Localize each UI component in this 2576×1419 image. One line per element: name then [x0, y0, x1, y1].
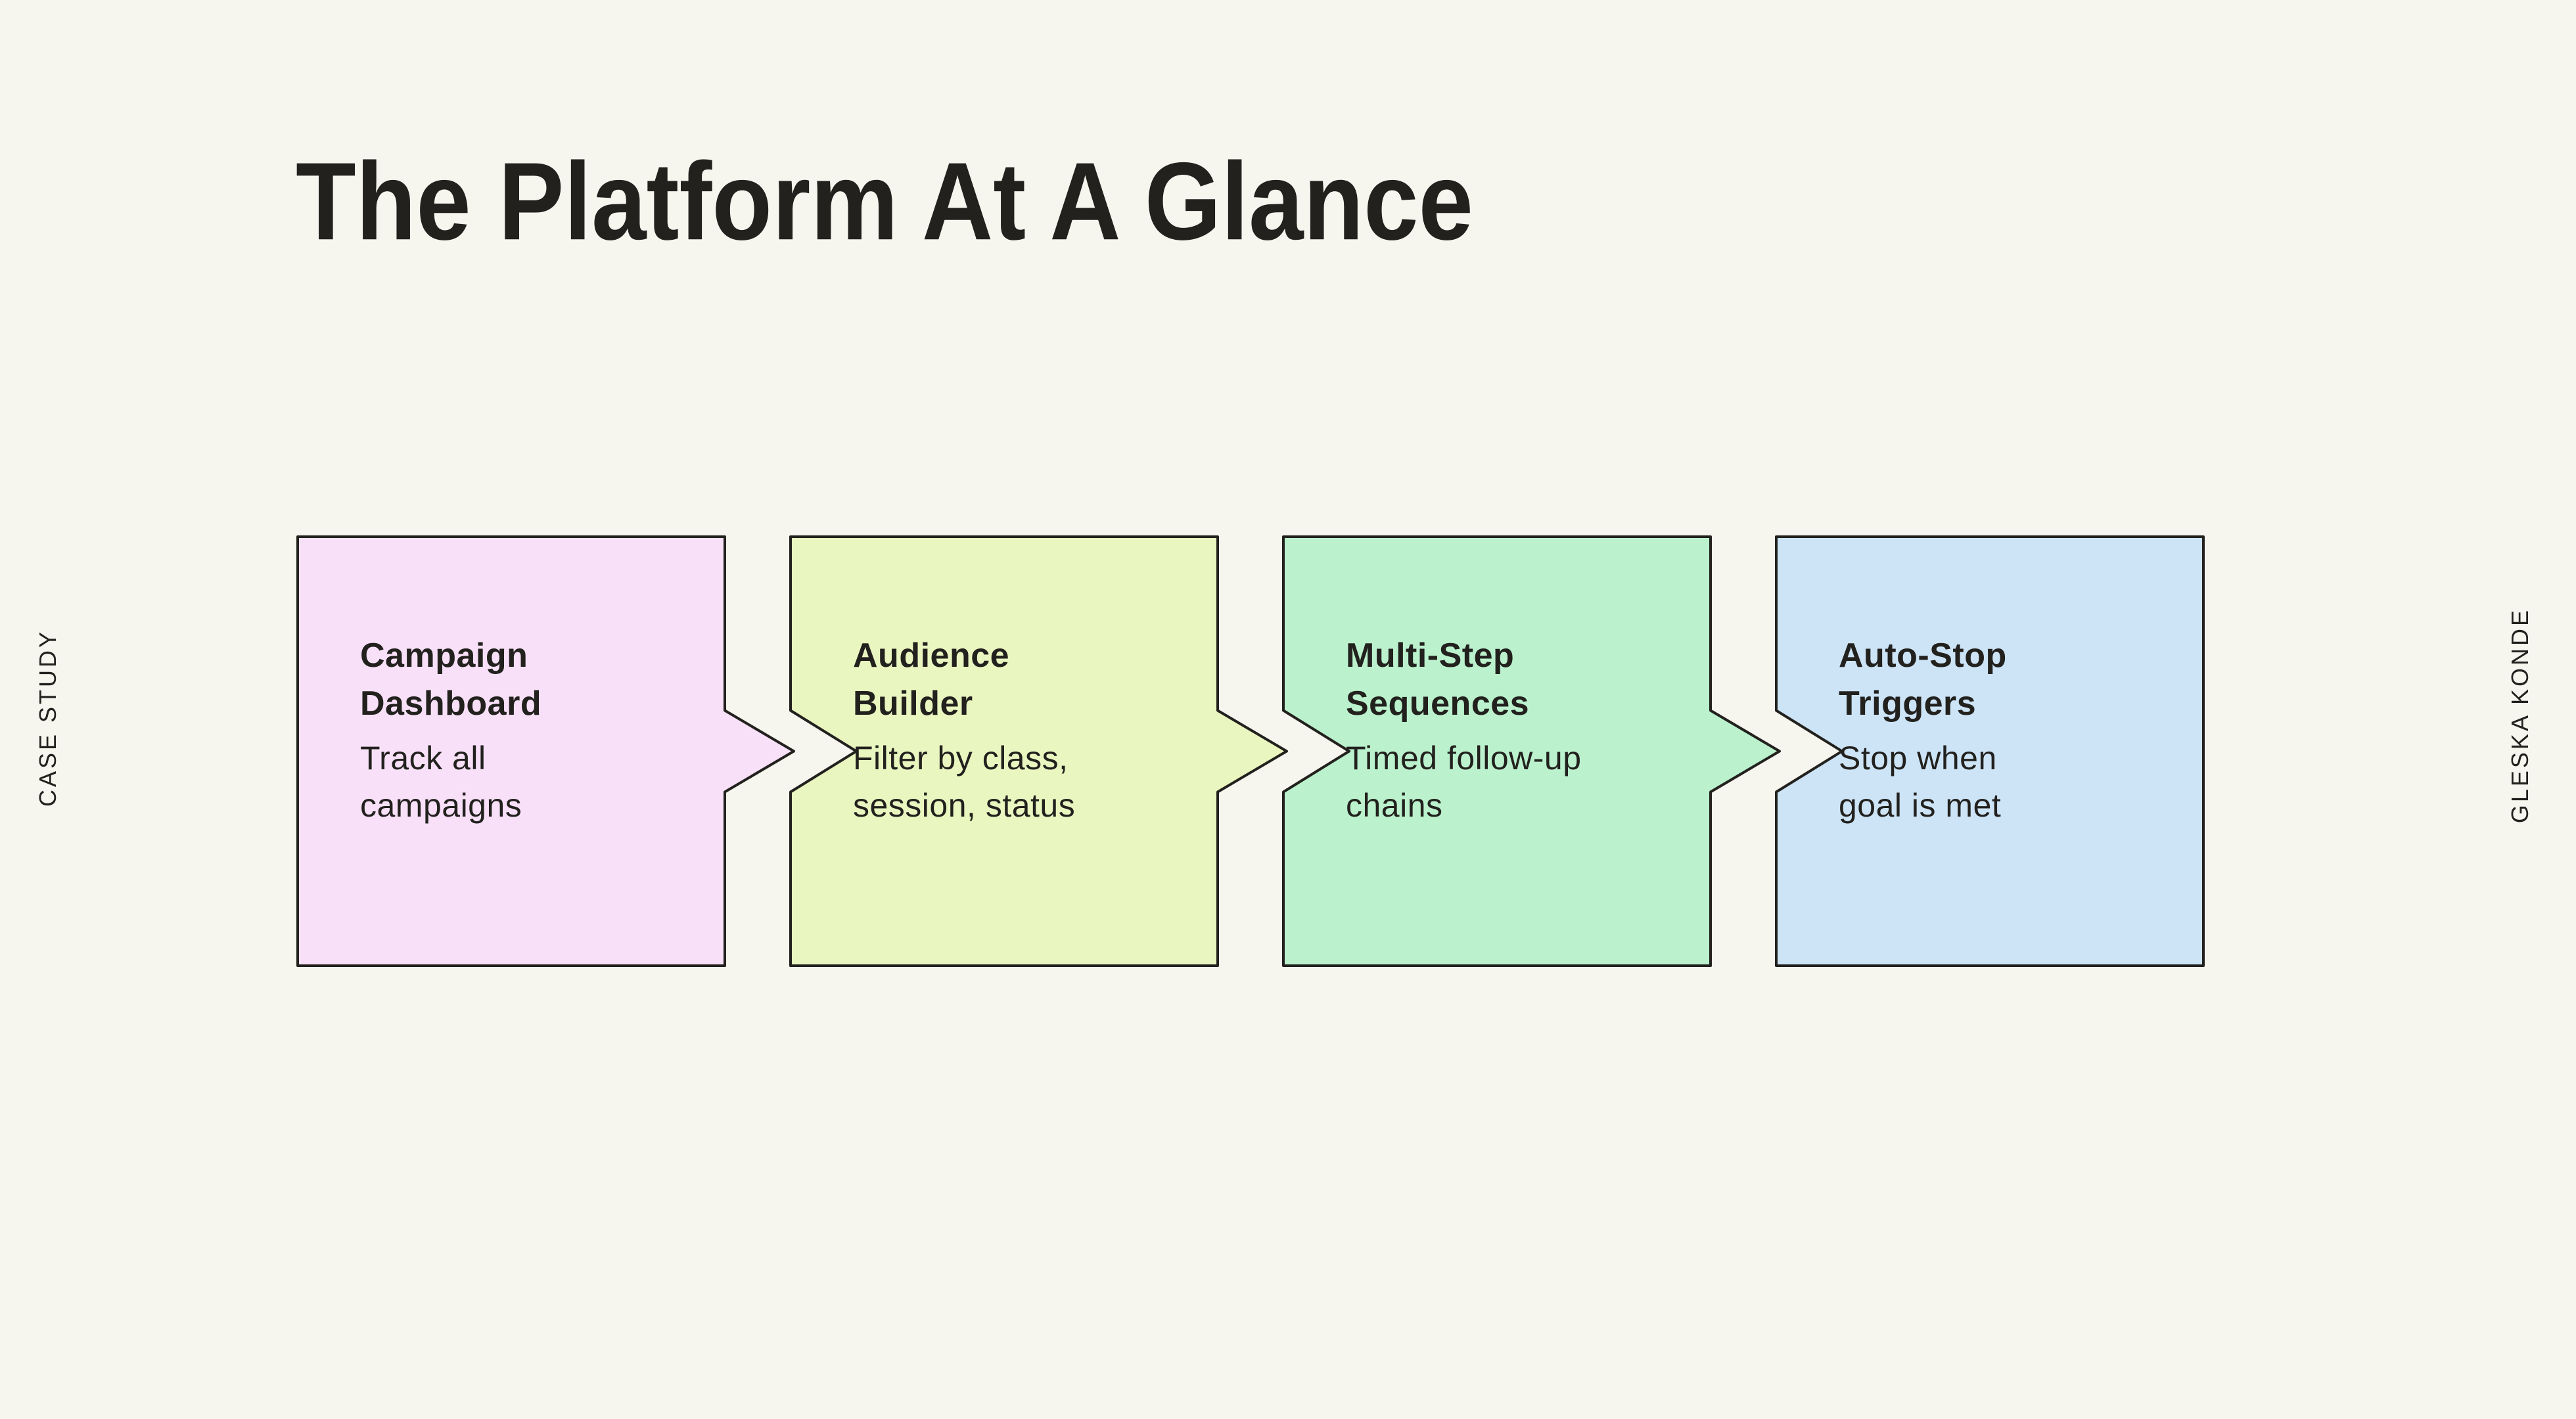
card-title-line: Auto-Stop: [1839, 637, 2007, 675]
card-body: Timed follow-up chains: [1346, 734, 1691, 829]
card-body: Track all campaigns: [360, 734, 705, 829]
card-body-line: Timed follow-up: [1346, 740, 1582, 777]
card-title-line: Builder: [853, 685, 973, 723]
card-title-line: Campaign: [360, 637, 528, 675]
card-body-line: chains: [1346, 787, 1443, 824]
card-title-line: Dashboard: [360, 685, 542, 723]
card-arrow-shape: [296, 535, 795, 967]
card-body-line: Filter by class,: [853, 740, 1069, 777]
card-body-line: campaigns: [360, 787, 522, 824]
card-title-line: Audience: [853, 637, 1010, 675]
card-title-line: Multi-Step: [1346, 637, 1515, 675]
card-body-line: Track all: [360, 740, 486, 777]
card-title-line: Sequences: [1346, 685, 1530, 723]
card-title-line: Triggers: [1839, 685, 1977, 723]
card-arrow-shape: [1282, 535, 1781, 967]
card-arrow-shape: [1775, 535, 2205, 967]
card-body: Filter by class, session, status: [853, 734, 1198, 829]
card-arrow-shape: [789, 535, 1288, 967]
slide-title: The Platform At A Glance: [296, 139, 1473, 263]
side-label-author: GLESKA KONDE: [2506, 608, 2533, 824]
side-label-case-study: CASE STUDY: [34, 629, 61, 807]
card-body-line: session, status: [853, 787, 1076, 824]
card-body: Stop when goal is met: [1839, 734, 2184, 829]
card-body-line: goal is met: [1839, 787, 2002, 824]
card-body-line: Stop when: [1839, 740, 1997, 777]
